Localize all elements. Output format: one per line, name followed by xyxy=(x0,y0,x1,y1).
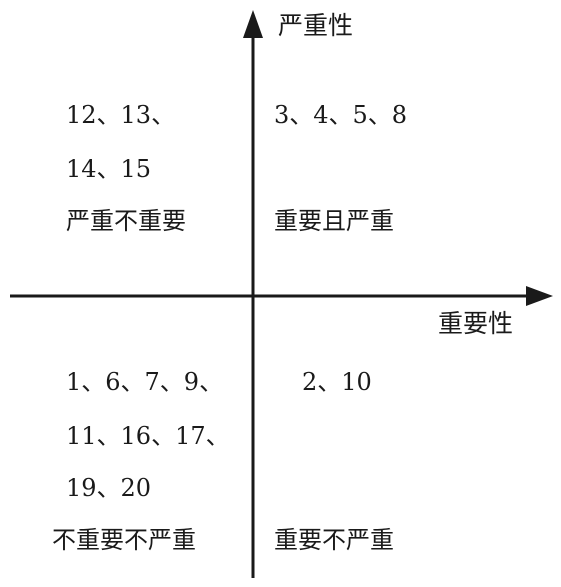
bottom-left-items-line-3: 19、20 xyxy=(66,474,152,502)
top-left-items-line-1: 12、13、 xyxy=(66,101,176,129)
bottom-left-items-line-1: 1、6、7、9、 xyxy=(66,368,224,396)
bottom-right-items-line-1: 2、10 xyxy=(302,368,372,396)
bottom-left-quadrant-label: 不重要不严重 xyxy=(52,526,196,554)
top-right-items-line-1: 3、4、5、8 xyxy=(274,101,408,129)
top-right-quadrant-label: 重要且严重 xyxy=(274,207,394,235)
vertical-axis-label: 严重性 xyxy=(278,11,354,40)
bottom-left-items-line-2: 11、16、17、 xyxy=(66,422,230,450)
horizontal-axis-label: 重要性 xyxy=(438,309,514,338)
bottom-right-quadrant-label: 重要不严重 xyxy=(274,526,394,554)
horizontal-axis-arrow xyxy=(526,286,553,306)
top-left-quadrant-label: 严重不重要 xyxy=(66,207,186,235)
top-left-items-line-2: 14、15 xyxy=(66,155,152,183)
vertical-axis-arrow xyxy=(243,10,263,38)
